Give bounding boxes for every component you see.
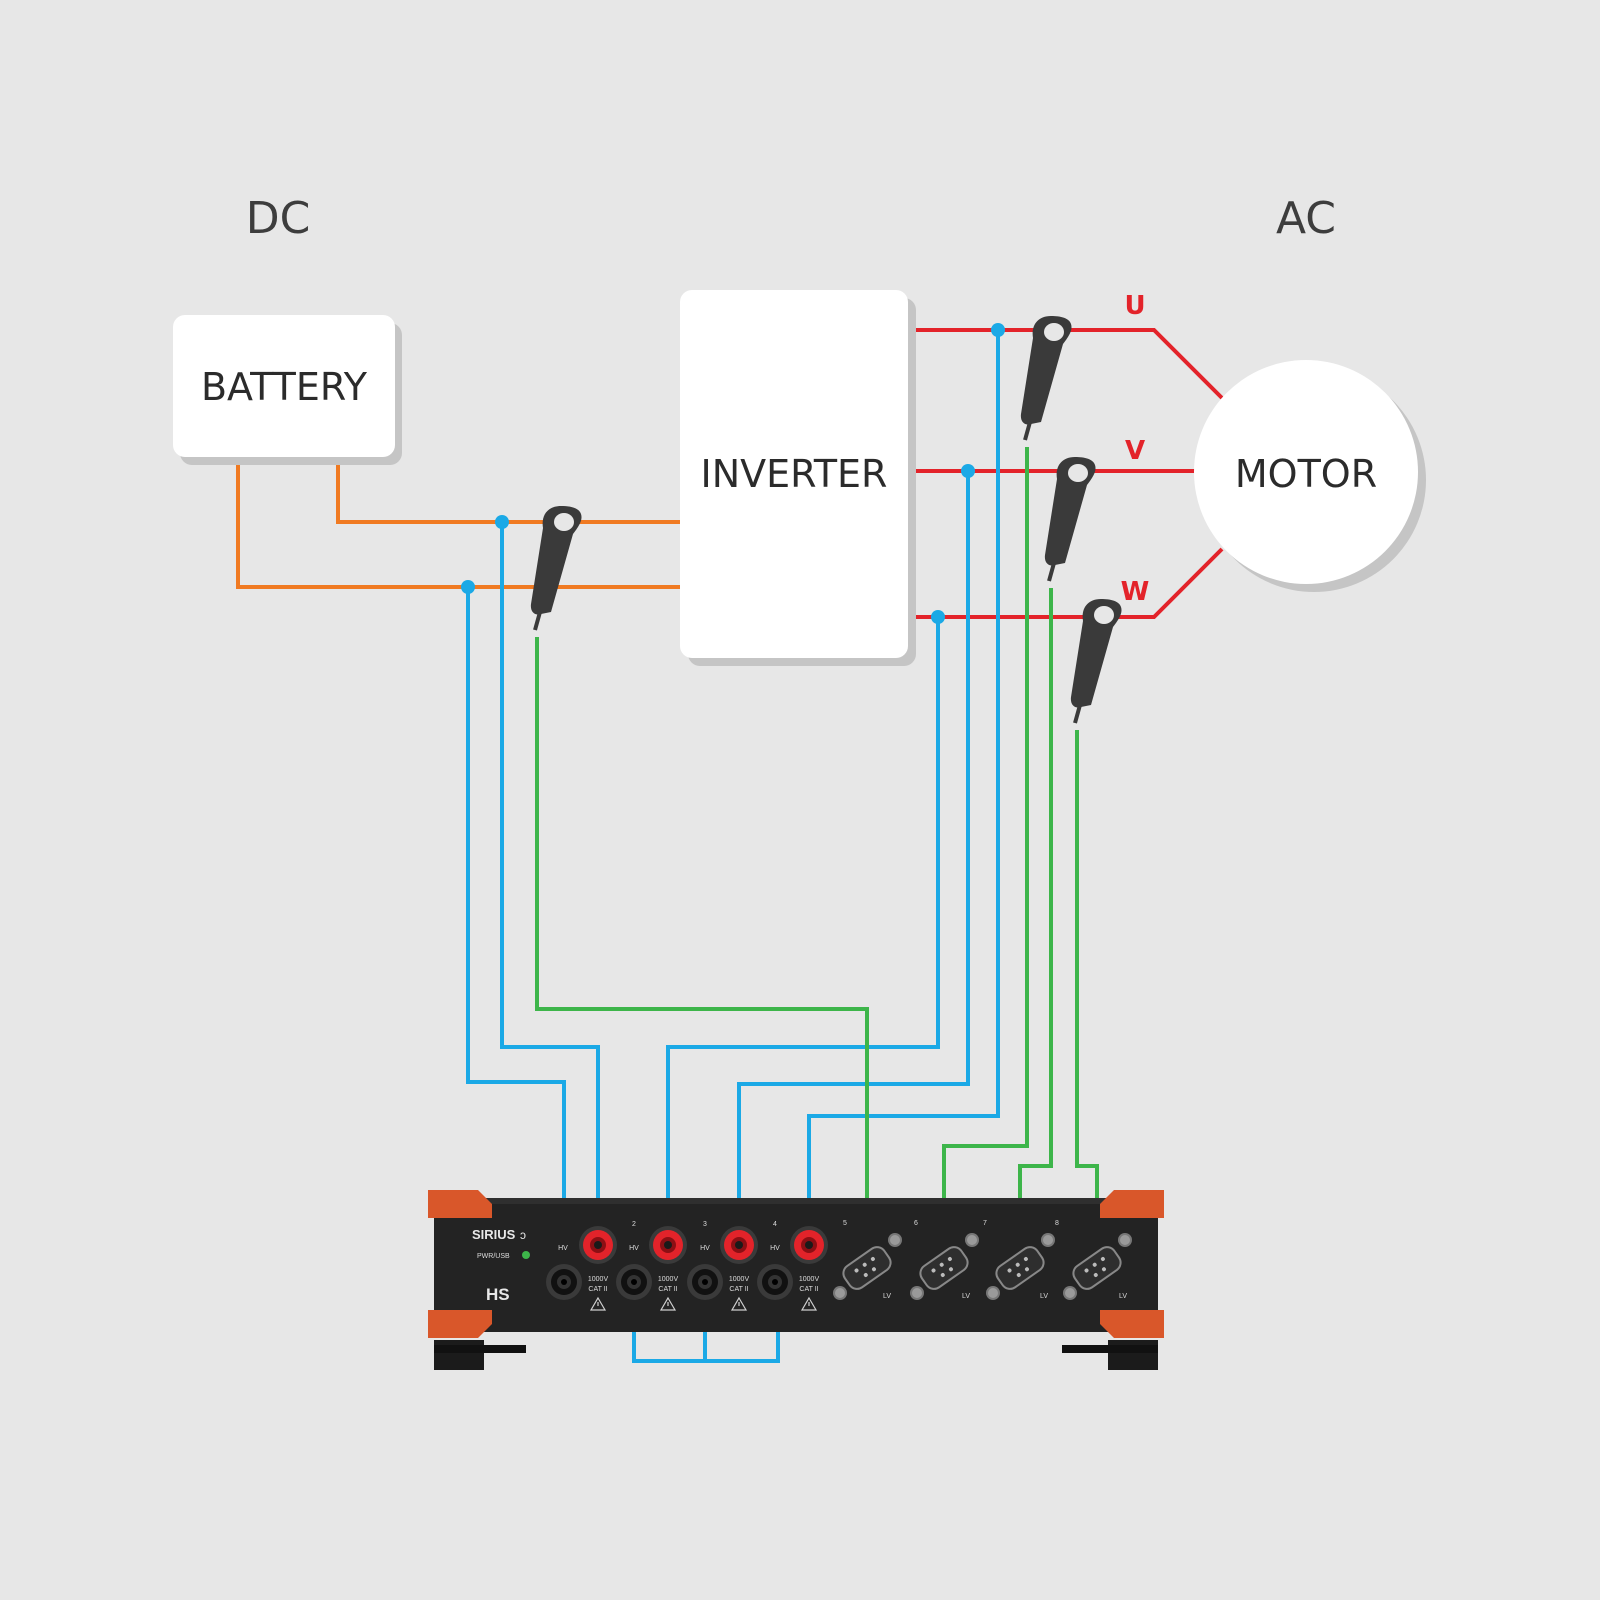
channel-4-rating-bottom: CAT II [799, 1286, 818, 1293]
channel-2-black-jack-icon [616, 1264, 652, 1300]
phase-w-label: W [1121, 577, 1150, 607]
device-brand: SIRIUS [472, 1227, 516, 1242]
dc-label: DC [246, 193, 311, 244]
channel-1-red-jack-icon [579, 1226, 617, 1264]
inverter-block: INVERTER [680, 290, 916, 666]
channel-8-number: 8 [1055, 1220, 1059, 1227]
channel-2-red-jack-icon [649, 1226, 687, 1264]
channel-2-number: 2 [632, 1221, 636, 1228]
channel-1-black-jack-icon [546, 1264, 582, 1300]
sirius-logo-icon: ↄ [520, 1228, 526, 1242]
channel-4-rating-top: 1000V [799, 1276, 820, 1283]
channel-1-hv-label: HV [558, 1245, 568, 1252]
channel-3-number: 3 [703, 1221, 707, 1228]
channel-8-lv-label: LV [1119, 1293, 1127, 1300]
voltage-junctions [461, 323, 1005, 624]
channel-5-number: 5 [843, 1220, 847, 1227]
device-pwr-label: PWR/USB [477, 1253, 510, 1260]
inverter-label: INVERTER [701, 452, 888, 496]
channel-3-rating-top: 1000V [729, 1276, 750, 1283]
channel-1-rating-bottom: CAT II [588, 1286, 607, 1293]
phase-v-current-clamp-icon [1042, 455, 1098, 583]
channel-3-hv-label: HV [700, 1245, 710, 1252]
channel-6-number: 6 [914, 1220, 918, 1227]
battery-label: BATTERY [201, 365, 368, 409]
channel-3-red-jack-icon [720, 1226, 758, 1264]
channel-2-hv-label: HV [629, 1245, 639, 1252]
channel-2-rating-top: 1000V [658, 1276, 679, 1283]
dc-current-clamp-icon [528, 504, 584, 632]
channel-4-hv-label: HV [770, 1245, 780, 1252]
device-model: HS [486, 1285, 510, 1304]
battery-block: BATTERY [173, 315, 402, 465]
channel-3-black-jack-icon [687, 1264, 723, 1300]
ac-label: AC [1276, 193, 1336, 244]
pwr-led-icon [522, 1251, 530, 1259]
channel-7-number: 7 [983, 1220, 987, 1227]
phase-u-current-clamp-icon [1018, 314, 1074, 442]
dc-wiring [236, 462, 680, 589]
channel-6-lv-label: LV [962, 1293, 970, 1300]
channel-5-lv-label: LV [883, 1293, 891, 1300]
motor-block: MOTOR [1194, 360, 1426, 592]
channel-1-rating-top: 1000V [588, 1276, 609, 1283]
channel-4-red-jack-icon [790, 1226, 828, 1264]
phase-u-label: U [1124, 291, 1145, 321]
channel-7-lv-label: LV [1040, 1293, 1048, 1300]
motor-label: MOTOR [1235, 452, 1377, 496]
channel-3-rating-bottom: CAT II [729, 1286, 748, 1293]
channel-4-number: 4 [773, 1221, 777, 1228]
channel-4-black-jack-icon [757, 1264, 793, 1300]
phase-v-label: V [1125, 436, 1145, 466]
warning-triangle-icon [589, 1296, 818, 1311]
sirius-hs-device: SIRIUS ↄ PWR/USB HS 2 3 4 HV HV HV HV 10… [428, 1190, 1164, 1370]
channel-2-rating-bottom: CAT II [658, 1286, 677, 1293]
